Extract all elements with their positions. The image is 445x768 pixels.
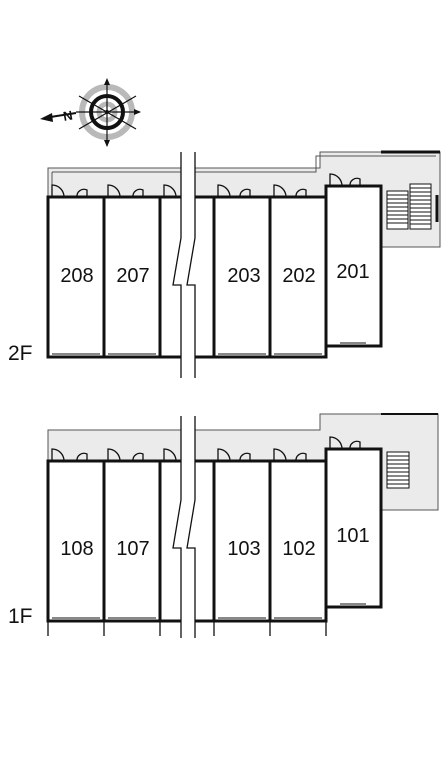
floor-1f: 108 107 103 102 101 1F bbox=[8, 413, 439, 640]
unit-label-108: 108 bbox=[60, 538, 93, 560]
door-icons-1f bbox=[51, 436, 361, 462]
unit-label-203: 203 bbox=[227, 265, 260, 287]
break-line-icon bbox=[172, 152, 182, 378]
unit-103-room bbox=[212, 459, 272, 623]
floor-label-1f: 1F bbox=[8, 605, 33, 628]
unit-label-207: 207 bbox=[116, 265, 149, 287]
unit-label-101: 101 bbox=[336, 525, 369, 547]
unit-107-room bbox=[102, 459, 162, 623]
unit-label-201: 201 bbox=[336, 261, 369, 283]
unit-label-208: 208 bbox=[60, 265, 93, 287]
unit-label-202: 202 bbox=[282, 265, 315, 287]
unit-label-102: 102 bbox=[282, 538, 315, 560]
unit-202-room bbox=[268, 195, 328, 359]
unit-label-107: 107 bbox=[116, 538, 149, 560]
unit-201-room bbox=[324, 184, 383, 348]
unit-102-room bbox=[268, 459, 328, 623]
door-icons-2f bbox=[51, 173, 361, 198]
unit-label-103: 103 bbox=[227, 538, 260, 560]
unit-101-room bbox=[324, 447, 383, 609]
compass-rose-icon: N bbox=[40, 78, 141, 147]
unit-208-room bbox=[46, 195, 106, 359]
north-arrow-icon bbox=[40, 113, 53, 122]
staircase-icon bbox=[386, 183, 432, 230]
staircase-icon bbox=[386, 451, 410, 489]
floor-2f: 208 207 203 202 201 2F bbox=[8, 150, 441, 380]
corridor-1f bbox=[47, 429, 182, 462]
break-line-icon bbox=[172, 416, 182, 638]
unit-207-room bbox=[102, 195, 162, 359]
north-label: N bbox=[62, 108, 74, 124]
floor-label-2f: 2F bbox=[8, 342, 33, 365]
